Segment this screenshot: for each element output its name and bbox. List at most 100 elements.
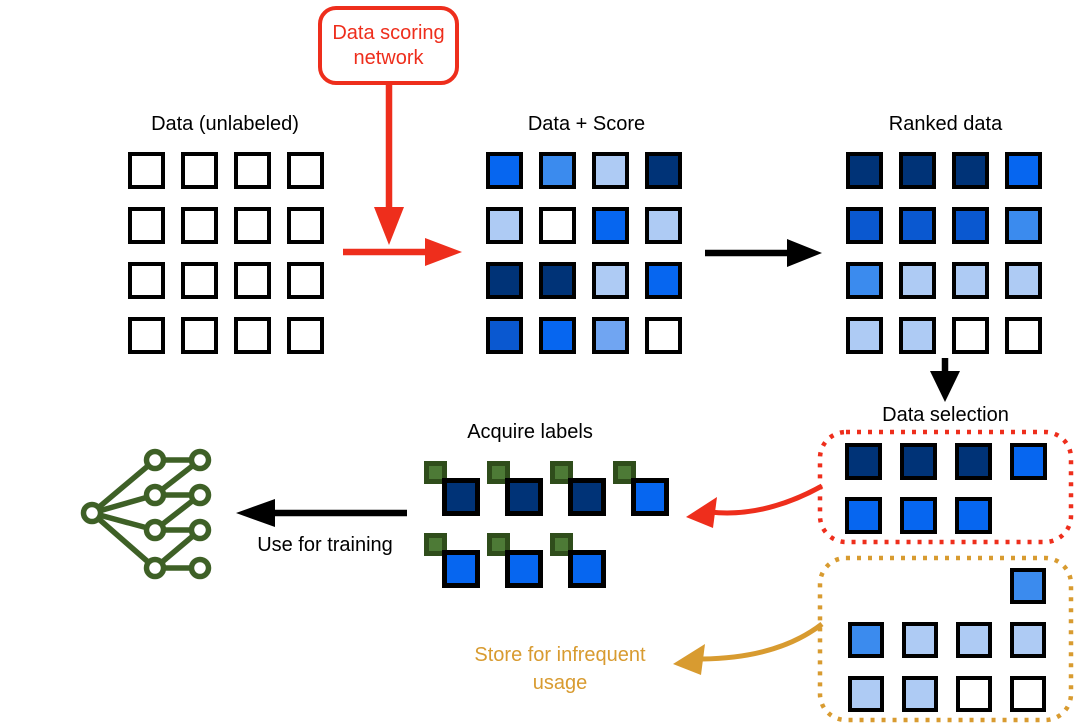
data-cell-light bbox=[902, 676, 938, 712]
data-cell-white bbox=[128, 317, 165, 354]
data-cell-light bbox=[486, 207, 523, 244]
data-cell-navy bbox=[952, 152, 989, 189]
data-cell-blue bbox=[442, 550, 480, 588]
data-cell-light bbox=[956, 622, 992, 658]
black-arrow-ranked-to-selection-icon bbox=[930, 358, 960, 402]
data-cell-white bbox=[1010, 676, 1046, 712]
label-tag-icon bbox=[550, 533, 573, 556]
red-arrow-unlabeled-to-score-icon bbox=[343, 238, 462, 266]
data-cell-blue bbox=[505, 550, 543, 588]
data-cell-white bbox=[539, 207, 576, 244]
black-arrow-score-to-ranked-icon bbox=[705, 239, 822, 267]
data-cell-navy bbox=[899, 152, 936, 189]
data-cell-blue bbox=[1010, 443, 1047, 480]
store-label-line2: usage bbox=[532, 672, 588, 694]
data-cell-blue bbox=[900, 497, 937, 534]
data-cell-light bbox=[846, 317, 883, 354]
data-cell-navy bbox=[900, 443, 937, 480]
data-cell-white bbox=[128, 152, 165, 189]
scoring-box-label-line1: Data scoring bbox=[332, 21, 445, 44]
data-cell-white bbox=[287, 152, 324, 189]
label-tag-icon bbox=[550, 461, 573, 484]
data-cell-light bbox=[848, 676, 884, 712]
data-cell-white bbox=[181, 262, 218, 299]
data-cell-white bbox=[956, 676, 992, 712]
data-cell-navy bbox=[568, 478, 606, 516]
label-store-for-infrequent-usage: Store for infrequent usage bbox=[440, 641, 680, 697]
title-data-selection: Data selection bbox=[882, 404, 1009, 426]
data-cell-sky bbox=[1005, 207, 1042, 244]
label-tag-icon bbox=[487, 533, 510, 556]
label-use-for-training: Use for training bbox=[257, 534, 393, 556]
data-cell-blue bbox=[1005, 152, 1042, 189]
data-cell-darkblue bbox=[952, 207, 989, 244]
data-cell-sky bbox=[1010, 568, 1046, 604]
data-cell-white bbox=[952, 317, 989, 354]
store-dotted-box bbox=[817, 555, 1074, 723]
data-cell-darkblue bbox=[486, 317, 523, 354]
data-cell-blue bbox=[486, 152, 523, 189]
data-cell-navy bbox=[846, 152, 883, 189]
neural-network-icon bbox=[80, 448, 212, 580]
data-cell-white bbox=[1005, 317, 1042, 354]
data-cell-light bbox=[899, 317, 936, 354]
data-cell-blue bbox=[592, 207, 629, 244]
title-ranked-data: Ranked data bbox=[888, 113, 1003, 135]
label-tag-icon bbox=[424, 533, 447, 556]
data-cell-white bbox=[234, 262, 271, 299]
label-tag-icon bbox=[424, 461, 447, 484]
data-cell-light bbox=[952, 262, 989, 299]
data-cell-white bbox=[181, 152, 218, 189]
data-cell-navy bbox=[486, 262, 523, 299]
data-cell-white bbox=[234, 207, 271, 244]
data-cell-navy bbox=[442, 478, 480, 516]
data-cell-lightsky bbox=[592, 317, 629, 354]
data-cell-navy bbox=[845, 443, 882, 480]
data-cell-white bbox=[287, 207, 324, 244]
data-cell-light bbox=[899, 262, 936, 299]
label-tag-icon bbox=[487, 461, 510, 484]
data-cell-darkblue bbox=[846, 207, 883, 244]
red-arrow-selection-to-acquire-icon bbox=[686, 483, 824, 528]
title-acquire-labels: Acquire labels bbox=[467, 421, 593, 443]
data-cell-white bbox=[234, 317, 271, 354]
data-cell-blue bbox=[845, 497, 882, 534]
data-cell-light bbox=[1010, 622, 1046, 658]
data-cell-blue bbox=[631, 478, 669, 516]
data-cell-light bbox=[902, 622, 938, 658]
data-cell-light bbox=[592, 262, 629, 299]
data-cell-blue bbox=[645, 262, 682, 299]
scoring-box-label-line2: network bbox=[353, 46, 424, 69]
data-cell-white bbox=[645, 317, 682, 354]
data-cell-darkblue bbox=[899, 207, 936, 244]
data-cell-sky bbox=[848, 622, 884, 658]
title-data-unlabeled: Data (unlabeled) bbox=[151, 113, 299, 135]
data-cell-light bbox=[645, 207, 682, 244]
data-scoring-network-box: Data scoring network bbox=[318, 6, 459, 85]
red-arrow-from-scoring-network-icon bbox=[374, 85, 404, 245]
data-cell-white bbox=[234, 152, 271, 189]
store-label-line1: Store for infrequent bbox=[474, 644, 646, 666]
data-cell-navy bbox=[955, 443, 992, 480]
label-tag-icon bbox=[613, 461, 636, 484]
data-cell-light bbox=[592, 152, 629, 189]
data-cell-light bbox=[1005, 262, 1042, 299]
data-cell-navy bbox=[645, 152, 682, 189]
data-cell-blue bbox=[568, 550, 606, 588]
data-cell-white bbox=[181, 207, 218, 244]
data-cell-white bbox=[287, 317, 324, 354]
data-cell-white bbox=[128, 262, 165, 299]
data-cell-blue bbox=[955, 497, 992, 534]
title-data-score: Data + Score bbox=[527, 113, 646, 135]
gold-arrow-store-icon bbox=[673, 622, 824, 675]
data-cell-sky bbox=[846, 262, 883, 299]
black-arrow-use-for-training-icon bbox=[236, 499, 407, 527]
data-cell-white bbox=[287, 262, 324, 299]
data-cell-sky bbox=[539, 152, 576, 189]
data-cell-blue bbox=[539, 317, 576, 354]
data-cell-navy bbox=[539, 262, 576, 299]
data-cell-navy bbox=[505, 478, 543, 516]
data-cell-white bbox=[181, 317, 218, 354]
